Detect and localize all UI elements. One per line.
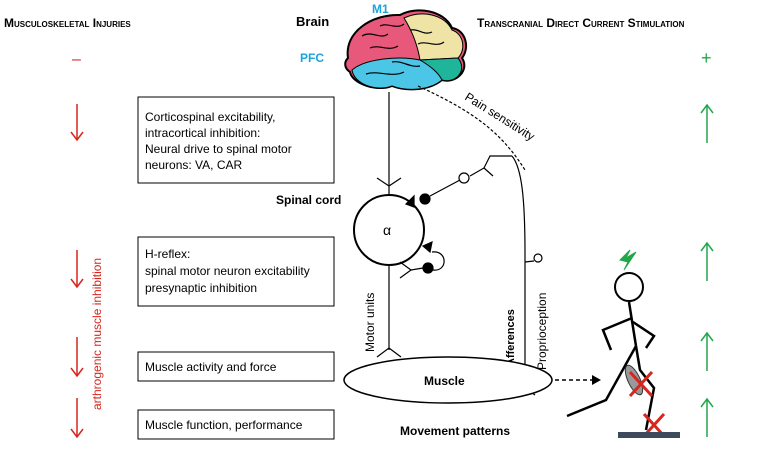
spinal-cord-label: Spinal cord	[276, 193, 341, 207]
box-corticospinal: Corticospinal excitability, intracortica…	[137, 96, 335, 184]
minus-sign: –	[72, 51, 81, 68]
box-1-line-3: Neural drive to spinal motor	[145, 142, 292, 156]
lightning-icon	[619, 249, 637, 271]
box-3-line-1: Muscle activity and force	[145, 360, 277, 374]
ground-platform	[618, 432, 680, 438]
muscle-label: Muscle	[424, 374, 465, 388]
green-up-arrows	[700, 103, 714, 437]
box-1-line-1: Corticospinal excitability,	[145, 110, 276, 124]
brain-parietal-lobe	[403, 13, 464, 61]
green-up-arrow-3	[700, 331, 714, 371]
movement-patterns-label: Movement patterns	[400, 424, 510, 438]
box-2-line-1: H-reflex:	[145, 247, 190, 261]
injury-cross-icon-1	[628, 370, 654, 398]
red-down-arrow-1	[70, 104, 84, 142]
brain-illustration	[344, 9, 468, 91]
figure-arm-left	[601, 316, 633, 351]
red-down-arrows	[70, 104, 84, 439]
box-muscle-activity: Muscle activity and force	[137, 351, 335, 382]
green-up-arrow-2	[700, 241, 714, 281]
alpha-symbol: α	[383, 222, 391, 238]
m1-label: M1	[372, 2, 389, 16]
red-down-arrow-2	[70, 250, 84, 289]
box-muscle-function: Muscle function, performance	[137, 409, 335, 440]
red-down-arrow-4	[70, 398, 84, 439]
brain-label: Brain	[296, 14, 329, 29]
figure-torso	[627, 301, 638, 347]
box-1-line-2: intracortical inhibition:	[145, 126, 260, 140]
motor-units-label: Motor units	[363, 293, 377, 352]
figure-head	[614, 272, 644, 302]
left-header: Musculoskeletal Injuries	[4, 16, 131, 30]
lower-synapse	[399, 240, 445, 279]
muscle-to-movement-arrow	[555, 375, 601, 385]
inhibition-label: arthrogenic muscle inhibition	[90, 258, 104, 410]
stick-figure	[566, 272, 656, 431]
brain-gyri	[361, 23, 445, 75]
motor-efferent	[376, 265, 402, 358]
green-up-arrow-4	[700, 397, 714, 437]
descending-pathway	[376, 92, 402, 196]
upper-synapse	[404, 155, 512, 208]
box-2-line-3: presynaptic inhibition	[145, 281, 257, 295]
pain-sensitivity-label: Pain sensitivity	[462, 90, 537, 144]
right-header: Transcranial Direct Current Stimulation	[477, 16, 685, 30]
box-2-line-2: spinal motor neuron excitability	[145, 264, 310, 278]
pfc-label: PFC	[300, 51, 324, 65]
green-up-arrow-1	[700, 103, 714, 143]
red-down-arrow-3	[70, 337, 84, 378]
muscle-ellipse	[343, 356, 553, 404]
box-h-reflex: H-reflex: spinal motor neuron excitabili…	[137, 236, 335, 307]
plus-sign: +	[701, 48, 712, 68]
proprioception-label: Proprioception	[535, 293, 549, 370]
afferences-label: Afferences	[505, 309, 517, 366]
box-4-line-1: Muscle function, performance	[145, 418, 303, 432]
figure-arm-right	[632, 320, 656, 349]
figure-leg-left	[566, 345, 638, 418]
box-1-line-4: neurons: VA, CAR	[145, 158, 242, 172]
